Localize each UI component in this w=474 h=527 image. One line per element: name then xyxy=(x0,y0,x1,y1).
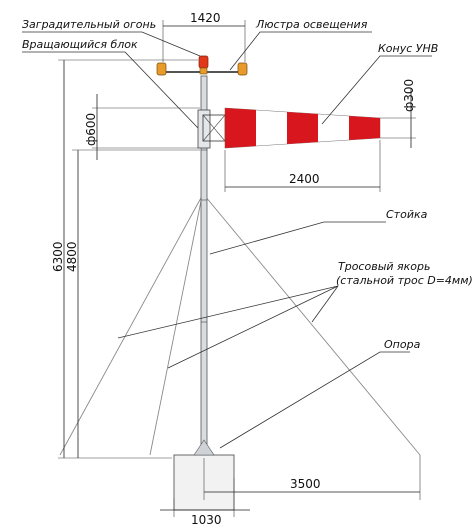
dim-top-width: 1420 xyxy=(190,11,221,25)
cone-stripe-2 xyxy=(287,112,318,144)
dim-base-offset: 1030 xyxy=(191,513,222,527)
wind-cone xyxy=(224,107,381,149)
cable-left-outer xyxy=(59,195,203,456)
dim-cone-length: 2400 xyxy=(289,172,320,186)
leader-lines xyxy=(22,31,432,449)
mast xyxy=(197,75,226,457)
cone-label: Конус УНВ xyxy=(378,42,438,55)
lighting-fixture xyxy=(156,55,248,76)
support-flange xyxy=(193,439,215,456)
obstruction-light xyxy=(198,55,209,69)
cone-stripe-3 xyxy=(349,116,380,140)
anchor-label-line2: (стальной трос D=4мм) xyxy=(336,274,473,287)
rotating-block xyxy=(197,109,211,149)
obstruction-light-label: Заградительный огонь xyxy=(22,18,156,31)
anchor-label-line1: Тросовый якорь xyxy=(338,260,430,273)
lamp-right xyxy=(237,62,248,76)
dimension-lines xyxy=(58,20,421,517)
guy-cables xyxy=(59,195,421,456)
dim-ring-diameter: ф600 xyxy=(84,113,98,146)
dim-anchor-distance: 3500 xyxy=(290,477,321,491)
dim-total-height: 6300 xyxy=(51,241,65,272)
cone-stripe-1 xyxy=(225,108,256,148)
cable-right xyxy=(204,195,421,456)
dim-cone-diameter: ф300 xyxy=(402,79,416,112)
rotating-block-label: Вращающийся блок xyxy=(22,38,138,51)
lamp-left xyxy=(156,62,167,76)
post-label: Стойка xyxy=(386,208,428,221)
dim-pole-height: 4800 xyxy=(65,241,79,272)
cable-left-inner xyxy=(149,195,203,456)
lighting-fixture-label: Люстра освещения xyxy=(255,18,368,31)
support-label: Опора xyxy=(384,338,421,351)
light-base xyxy=(199,67,208,75)
